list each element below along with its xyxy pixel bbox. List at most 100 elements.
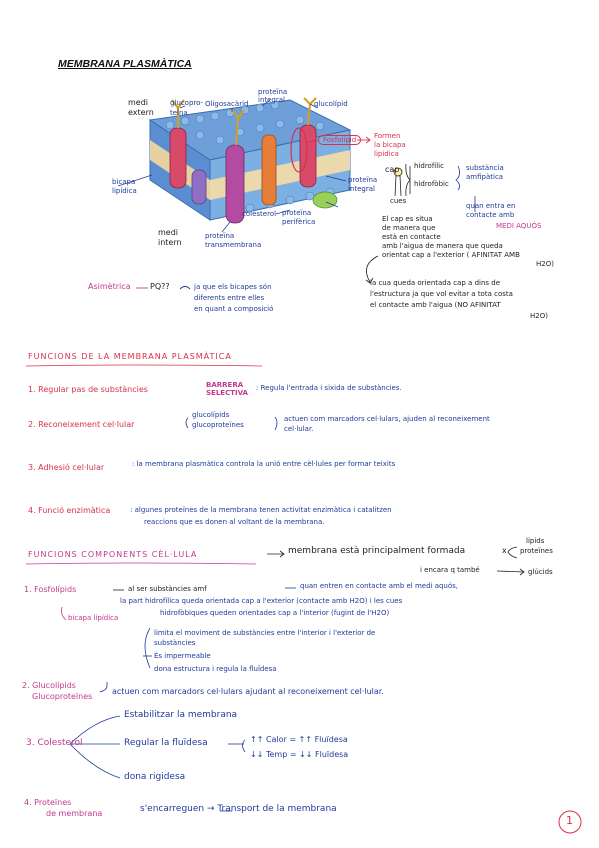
text-line: substància — [466, 164, 504, 172]
label-substancia-amfipatica: substància amfipàtica — [466, 164, 504, 182]
membrane-illustration — [148, 97, 352, 224]
text-line: proteïnes — [520, 547, 553, 555]
funcio-1-barrera: BARRERA SELECTIVA — [206, 381, 248, 397]
label-pq: PQ?? — [150, 282, 170, 291]
text-line: substàncies — [154, 639, 196, 647]
text-line: orientat cap a l'exterior ( AFINITAT AMB — [382, 251, 520, 259]
text-line: proteïna — [258, 88, 288, 96]
text-line: lipídica — [112, 187, 137, 195]
label-ja-que: ja que els bicapes són diferents entre e… — [194, 282, 273, 315]
component-2-label: 2. Glucolípids Glucoproteïnes — [22, 680, 92, 702]
funcio-4-label: 4. Funció enzimàtica — [28, 506, 111, 515]
text-line: glucoproteïnes — [192, 421, 244, 429]
text-line: la cua queda orientada cap a dins de — [370, 279, 501, 287]
text-line: intern — [158, 238, 182, 247]
text-line: extern — [128, 108, 154, 117]
label-formen: Formen la bicapa lipídica — [374, 132, 406, 159]
text-line: està en contacte — [382, 233, 441, 241]
text-line: H2O) — [530, 312, 548, 320]
label-hidrofilic: hidrofílic — [414, 162, 444, 170]
component-2-text: actuen com marcadors cel·lulars ajudant … — [112, 687, 384, 696]
label-proteina-transmembrana: proteïna transmembrana — [205, 232, 261, 250]
label-fosfolipid: Fosfolípid — [318, 135, 362, 145]
text-line: Formen — [374, 132, 401, 140]
text-line: reaccions que es donen al voltant de la … — [144, 518, 325, 526]
text-line: BARRERA — [206, 381, 244, 389]
text-line: El cap es situa — [382, 215, 433, 223]
text-line: medi — [158, 228, 179, 237]
text-line: glucopro- — [170, 99, 204, 107]
label-proteina-periferica: proteïna perifèrica — [282, 209, 315, 227]
text-line: lipídica — [374, 150, 399, 158]
label-medi-aquos: MEDI AQUÓS — [496, 222, 542, 230]
component-1-text-c: la part hidrofílica queda orientada cap … — [120, 597, 403, 605]
component-3-calor: ↑↑ Calor = ↑↑ Fluïdesa — [250, 735, 348, 744]
text-line: Glucoproteïnes — [32, 692, 93, 701]
funcio-3-label: 3. Adhesió cel·lular — [28, 463, 105, 472]
text-line: amb l'aigua de manera que queda — [382, 242, 503, 250]
label-quan-entra: quan entra en contacte amb — [466, 202, 515, 220]
funcio-2-types: glucolípids glucoproteïnes — [192, 410, 244, 430]
component-1-b1: limita el moviment de substàncies entre … — [154, 628, 375, 648]
component-4-text: s'encarreguen → Transport de la membrana — [140, 804, 337, 814]
text-line: H2O) — [536, 260, 554, 268]
text-line: de manera que — [382, 224, 436, 232]
label-medi-extern: medi extern — [128, 98, 154, 118]
label-bicapa: bicapa lipídica — [112, 178, 137, 196]
text-line: de membrana — [46, 809, 103, 818]
label-cap-situa: El cap es situa de manera que està en co… — [382, 215, 554, 269]
component-1-b3: dona estructura i regula la fluïdesa — [154, 665, 277, 673]
funcio-1-text: : Regula l'entrada i sixida de substànci… — [256, 384, 402, 392]
text-line: perifèrica — [282, 218, 316, 226]
funcio-2-text: actuen com marcadors cel·lulars, ajuden … — [284, 414, 490, 434]
text-line: teïna — [170, 109, 188, 117]
text-line: proteïna — [348, 176, 378, 184]
text-line: l'estructura ja que vol evitar a tota co… — [370, 290, 513, 298]
label-medi-intern: medi intern — [158, 228, 182, 248]
text-line: : algunes proteïnes de la membrana tenen… — [130, 506, 392, 514]
label-asimetrica: Asimètrica — [88, 282, 131, 291]
glucids-text: glúcids — [528, 568, 553, 576]
text-line: transmembrana — [205, 241, 262, 249]
text-line: 4. Proteïnes — [24, 798, 72, 807]
component-1-label: 1. Fosfolípids — [24, 585, 77, 594]
x-sign: x — [502, 546, 507, 555]
text-line: diferents entre elles — [194, 294, 265, 302]
page-title: MEMBRANA PLASMÀTICA — [58, 58, 192, 70]
text-line: 2. Glucolípids — [22, 681, 76, 690]
label-colesterol: colesterol — [242, 210, 277, 218]
text-line: proteïna — [282, 209, 312, 217]
funcio-2-label: 2. Reconeixement cel·lular — [28, 420, 135, 429]
text-line: SELECTIVA — [206, 389, 248, 397]
label-glucolipid: glucolípid — [314, 100, 348, 108]
text-line: cel·lular. — [284, 425, 314, 433]
page-number: 1 — [566, 814, 573, 827]
text-line: en quant a composició — [194, 305, 274, 313]
components-heading: FUNCIONS COMPONENTS CÈL·LULA — [28, 550, 198, 559]
label-cua: la cua queda orientada cap a dins de l'e… — [370, 278, 548, 322]
funcio-1-label: 1. Regular pas de substàncies — [28, 385, 148, 394]
component-3-b1: Estabilitzar la membrana — [124, 710, 238, 720]
component-3-b3: dona rigidesa — [124, 772, 186, 782]
text-line: lípids — [526, 537, 545, 545]
label-cap: cap — [385, 165, 400, 174]
label-cues: cues — [390, 197, 407, 205]
funcio-4-text: : algunes proteïnes de la membrana tenen… — [130, 504, 392, 528]
component-4-label: 4. Proteïnes de membrana — [24, 797, 102, 819]
text-line: el contacte amb l'aigua (NO AFINITAT — [370, 301, 501, 309]
component-3-b2: Regular la fluïdesa — [124, 738, 208, 748]
component-1-text-a: al ser substàncies amf — [128, 585, 207, 593]
text-line: la bicapa — [374, 141, 406, 149]
lipids-proteines: lípids proteïnes — [520, 536, 553, 556]
text-line: bicapa — [112, 178, 136, 186]
text-line: integral — [258, 96, 285, 104]
funcio-3-text: : la membrana plasmàtica controla la uni… — [132, 460, 396, 468]
text-line: integral — [348, 185, 375, 193]
text-line: limita el moviment de substàncies entre … — [154, 629, 376, 637]
text-line: amfipàtica — [466, 173, 504, 181]
component-1-bicapa: bicapa lipídica — [68, 614, 119, 622]
encara-text: i encara q també — [420, 566, 480, 574]
text-line: proteïna — [205, 232, 235, 240]
text-line: contacte amb — [466, 211, 515, 219]
